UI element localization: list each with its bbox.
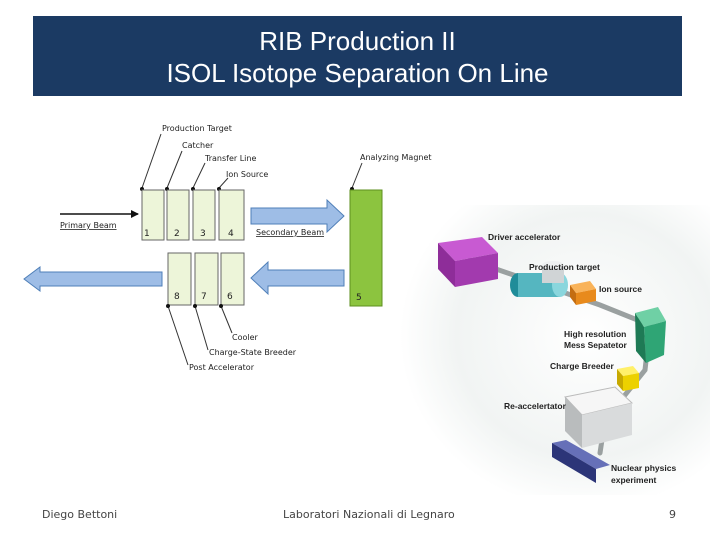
label-experiment: experiment	[611, 475, 657, 485]
stage-number-2: 2	[174, 229, 180, 239]
stage-box-6	[220, 252, 245, 306]
driver-accelerator-block	[438, 237, 498, 287]
ion-source-block	[570, 281, 596, 305]
output-beam-arrow	[23, 266, 163, 292]
footer-author: Diego Bettoni	[42, 508, 118, 521]
label-post-accelerator: Post Accelerator	[189, 363, 255, 372]
label-driver-accelerator: Driver accelerator	[488, 232, 561, 242]
callout-dot	[219, 304, 223, 308]
callout-line-ion-source	[218, 177, 229, 189]
callout-line-transfer-line	[192, 162, 206, 189]
stage-box-8	[167, 252, 192, 306]
grey-cylinder	[542, 261, 564, 283]
slide-title-bar: RIB Production II ISOL Isotope Separatio…	[33, 16, 682, 96]
stage-box-1	[141, 189, 165, 241]
stage-number-1: 1	[144, 229, 150, 239]
charge-breeder-block	[617, 366, 639, 391]
bottom-callout-lines	[167, 305, 233, 366]
callout-line-post-accelerator	[167, 305, 189, 366]
stage-box-7	[194, 252, 219, 306]
footer-page-number: 9	[669, 508, 676, 521]
stage-number-7: 7	[201, 292, 207, 302]
top-callout-lines	[141, 133, 363, 189]
bottom-callout-dots	[166, 304, 223, 308]
stage-number-5: 5	[356, 293, 362, 303]
return-beam-arrow	[250, 260, 345, 296]
label-charge-breeder: Charge Breeder	[550, 361, 614, 371]
callout-dot	[166, 304, 170, 308]
label-secondary-beam: Secondary Beam	[256, 228, 324, 237]
re-accelerator-block	[564, 386, 634, 448]
label-analyzing-magnet: Analyzing Magnet	[360, 153, 432, 162]
callout-line-production-target	[141, 133, 162, 189]
callout-line-analyzing-magnet	[351, 162, 363, 189]
label-catcher: Catcher	[182, 141, 214, 150]
upper-stage-boxes	[141, 189, 245, 241]
label-cooler: Cooler	[232, 333, 259, 342]
label-transfer-line: Transfer Line	[204, 154, 256, 163]
stage-box-2	[166, 189, 190, 241]
slide-subtitle: ISOL Isotope Separation On Line	[166, 58, 549, 88]
footer-institution: Laboratori Nazionali di Legnaro	[283, 508, 455, 521]
stage-number-4: 4	[228, 229, 234, 239]
stage-number-3: 3	[200, 229, 206, 239]
mass-separator-block	[635, 307, 666, 363]
label-production-target-3d: Production target	[529, 262, 600, 272]
nuclear-physics-experiment-block	[552, 440, 610, 483]
label-re-accelerator: Re-accelertator	[504, 401, 567, 411]
label-production-target: Production Target	[162, 124, 232, 133]
label-nuclear-physics: Nuclear physics	[611, 463, 676, 473]
callout-dot	[193, 304, 197, 308]
callout-line-cooler	[220, 305, 233, 334]
callout-line-charge-state-breeder	[194, 305, 209, 351]
label-mass-separator: Mess Sepatetor	[564, 340, 628, 350]
slide-title: RIB Production II	[259, 26, 456, 56]
label-primary-beam: Primary Beam	[60, 221, 117, 230]
label-ion-source-3d: Ion source	[599, 284, 642, 294]
stage-number-6: 6	[227, 292, 233, 302]
stage-number-8: 8	[174, 292, 180, 302]
stage-box-3	[192, 189, 216, 241]
callout-line-catcher	[166, 150, 183, 189]
lower-stage-boxes	[167, 252, 245, 306]
stage-box-4	[218, 189, 245, 241]
secondary-beam-arrow	[250, 198, 345, 234]
label-high-resolution: High resolution	[564, 329, 626, 339]
label-charge-state-breeder: Charge-State Breeder	[209, 348, 297, 357]
label-ion-source: Ion Source	[226, 170, 268, 179]
analyzing-magnet-box	[349, 189, 383, 307]
facility-3d-render: Driver accelerator Production target Ion…	[400, 205, 710, 495]
